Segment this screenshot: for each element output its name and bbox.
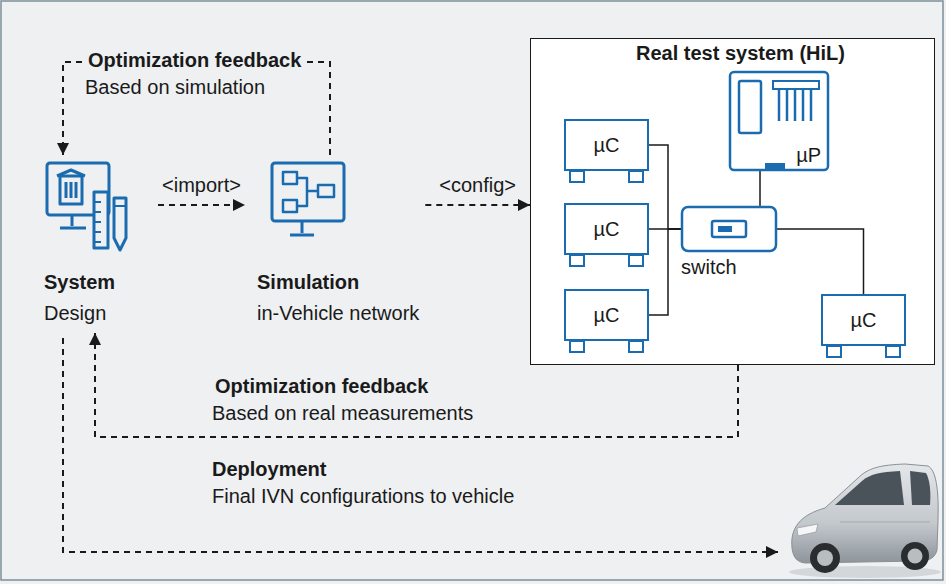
chip-foot bbox=[629, 341, 643, 352]
flow-arrow bbox=[425, 204, 530, 206]
system-design-icon bbox=[47, 163, 126, 250]
board-drawing-part bbox=[773, 81, 819, 89]
board-drawing-part bbox=[730, 72, 828, 170]
flow-arrow bbox=[63, 62, 330, 155]
node-label: µC bbox=[594, 303, 620, 327]
board-drawing-part bbox=[765, 163, 785, 170]
car-illustration-part bbox=[840, 522, 930, 523]
box-fills bbox=[530, 38, 935, 365]
node-label: µC bbox=[594, 133, 620, 157]
simulation-node: Simulationin-Vehicle network bbox=[245, 155, 425, 333]
car-illustration-part bbox=[810, 543, 840, 573]
system-design-icon-part bbox=[114, 205, 126, 207]
simulation-icon-part bbox=[290, 221, 314, 235]
chip-foot bbox=[629, 171, 643, 182]
note-label: Based on simulation bbox=[85, 75, 265, 99]
car-illustration-part bbox=[901, 542, 929, 570]
board-drawing-part bbox=[794, 89, 797, 121]
system-design-icon-part bbox=[60, 215, 86, 228]
network-link bbox=[649, 145, 681, 229]
board-drawing-part bbox=[786, 89, 789, 121]
network-link bbox=[777, 229, 864, 294]
deployment-arrow bbox=[63, 338, 778, 552]
car-illustration-part bbox=[908, 549, 923, 564]
node-label: µC bbox=[851, 308, 877, 332]
board-drawing-part bbox=[739, 81, 761, 133]
car-illustration-part bbox=[817, 550, 833, 566]
switch-drawing-part bbox=[682, 207, 776, 251]
node-label: System bbox=[44, 267, 152, 298]
edge-label: <config> bbox=[436, 173, 519, 197]
node-label: µC bbox=[594, 217, 620, 241]
edge-label: Optimization feedback bbox=[212, 374, 431, 398]
node-label: Design bbox=[44, 298, 152, 329]
chip-feet bbox=[564, 341, 649, 353]
node-label: Simulation bbox=[257, 267, 419, 298]
chip-feet bbox=[564, 171, 649, 183]
note-label: Based on real measurements bbox=[212, 401, 473, 425]
car-illustration bbox=[789, 464, 941, 578]
microcontroller-box: µC bbox=[564, 119, 649, 171]
board-drawing-part bbox=[802, 89, 805, 121]
car-illustration-part bbox=[797, 524, 818, 536]
design-node: SystemDesign bbox=[38, 155, 158, 333]
simulation-icon-part bbox=[283, 172, 297, 184]
flow-arrow bbox=[158, 204, 245, 206]
chip-foot bbox=[886, 346, 900, 357]
test-system-box: µC µP µC switch µC µC Real test system (HiL) bbox=[530, 38, 935, 365]
node-label: switch bbox=[681, 255, 737, 279]
note-label: Deployment bbox=[212, 457, 326, 481]
node-label: in-Vehicle network bbox=[257, 298, 419, 329]
switch-drawing-part bbox=[718, 226, 732, 232]
connectors bbox=[63, 62, 864, 437]
switch-drawing bbox=[681, 206, 777, 252]
chip-foot bbox=[827, 346, 841, 357]
microcontroller-box: µC bbox=[564, 289, 649, 341]
system-design-icon-part bbox=[94, 202, 101, 242]
car-illustration-part bbox=[910, 471, 930, 505]
edge-label: <import> bbox=[159, 173, 244, 197]
microprocessor-board: µP bbox=[729, 71, 829, 171]
edge-label: Optimization feedback bbox=[85, 48, 304, 72]
box-fill bbox=[530, 38, 935, 365]
network-link bbox=[649, 229, 681, 315]
simulation-icon-part bbox=[297, 178, 318, 206]
simulation-icon-part bbox=[283, 200, 297, 212]
board-drawing-part bbox=[778, 89, 781, 121]
note-label: Final IVN configurations to vehicle bbox=[212, 484, 514, 508]
node-label: Real test system (HiL) bbox=[636, 41, 845, 65]
microcontroller-box: µC bbox=[564, 203, 649, 255]
board-drawing-part bbox=[810, 89, 813, 121]
system-design-icon-part bbox=[94, 192, 108, 248]
system-design-icon-part bbox=[57, 170, 85, 198]
simulation-icon-part bbox=[272, 163, 344, 221]
network-link bbox=[759, 171, 761, 206]
chip-foot bbox=[570, 341, 584, 352]
flow-arrow bbox=[95, 333, 738, 437]
switch-drawing-part bbox=[712, 221, 746, 237]
chip-foot bbox=[570, 171, 584, 182]
ethernet-switch: switch bbox=[681, 206, 777, 252]
simulation-icon-part bbox=[318, 185, 334, 197]
chip-feet bbox=[564, 255, 649, 267]
microcontroller-box: µC bbox=[821, 294, 906, 346]
chip-feet bbox=[821, 346, 906, 358]
simulation-icon bbox=[272, 163, 344, 235]
chip-foot bbox=[629, 255, 643, 266]
chip-foot bbox=[570, 255, 584, 266]
system-design-icon-part bbox=[114, 198, 126, 250]
node-label: µP bbox=[796, 143, 821, 167]
car-illustration-part bbox=[835, 471, 904, 505]
